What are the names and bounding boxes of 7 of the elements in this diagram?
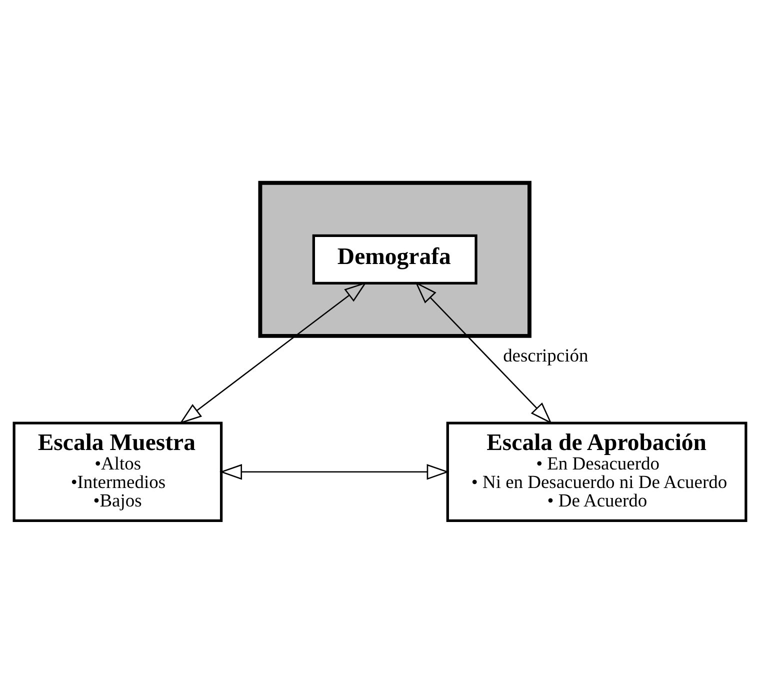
- edge-label: descripción: [503, 344, 588, 365]
- node-box: Escala de Aprobación • En Desacuerdo • Ni en Desacuerdo ni De Acuerdo • De Acuerdo: [446, 421, 748, 522]
- cluster: [258, 180, 532, 338]
- node-box: Escala Muestra •Altos •Intermedios •Bajos: [12, 421, 223, 522]
- node-box: Demografa: [312, 234, 478, 284]
- arrow: [220, 464, 450, 480]
- arrow: [415, 281, 552, 424]
